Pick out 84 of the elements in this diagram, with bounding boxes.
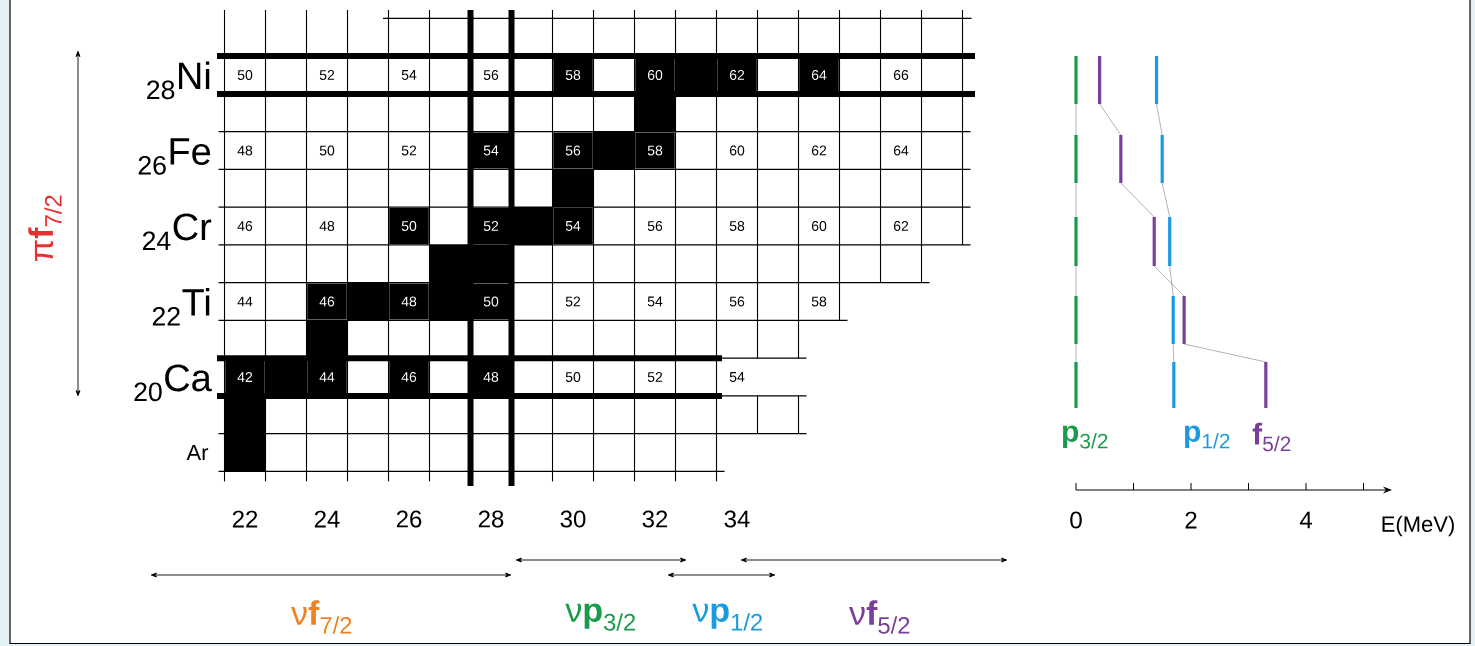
isotope-cell: 52: [319, 70, 335, 80]
element-label: $_{26}$Fe: [138, 138, 211, 175]
isotope-cell: 52: [647, 372, 663, 382]
node-label: 64: [811, 70, 827, 80]
isotope-cell: 52: [565, 296, 581, 307]
node-label: 42: [237, 372, 253, 382]
node-label: 46: [319, 296, 335, 307]
isotope-cell: 62: [811, 145, 827, 156]
shell-label: νp$_{1/2}$: [692, 603, 762, 631]
nuclide-chart-grid: [217, 9, 973, 482]
isotope-cell: 56: [647, 221, 663, 231]
shell-label: p$_{3/2}$: [1063, 425, 1108, 449]
node-label: 58: [565, 70, 581, 80]
element-label: Ar: [186, 444, 209, 461]
isotope-cell: 58: [811, 296, 827, 307]
isotope-cell: 48: [389, 283, 429, 320]
isotope-cell: 60: [635, 56, 675, 94]
axis-number: 32: [642, 510, 668, 528]
isotope-cell: 50: [565, 372, 581, 382]
isotope-cell: 54: [401, 70, 417, 80]
isotope-cell: 46: [307, 283, 347, 320]
node-label: 52: [483, 221, 499, 231]
node-label: 48: [401, 296, 417, 307]
shell-label: νf$_{7/2}$: [291, 600, 352, 634]
node-label: 56: [565, 145, 581, 156]
axis-number: 26: [396, 510, 422, 528]
isotope-cell: 54: [471, 132, 511, 169]
shell-label: p$_{1/2}$: [1185, 425, 1230, 449]
isotope-cell: 64: [893, 145, 909, 156]
isotope-cell: 56: [553, 132, 593, 169]
isotope-cell: 42: [225, 358, 265, 396]
element-label: $_{24}$Cr: [142, 213, 212, 250]
isotope-cell: 62: [717, 56, 757, 94]
node-label: 46: [401, 372, 417, 382]
axis-number: 22: [232, 510, 258, 528]
isotope-cell: 58: [729, 221, 745, 231]
axis-number: 34: [724, 510, 750, 528]
isotope-cell: 44: [237, 296, 253, 307]
isotope-cell: 60: [729, 145, 745, 156]
axis-number: 24: [314, 510, 340, 528]
axis-number: 2: [1185, 511, 1197, 529]
isotope-cell: 44: [307, 358, 347, 396]
shell-label: f$_{5/2}$: [1252, 422, 1291, 452]
isotope-cell: 54: [647, 296, 663, 307]
axis-number: 4: [1299, 511, 1312, 529]
isotope-cell: 50: [319, 145, 335, 156]
axis-title: E(MeV): [1382, 515, 1454, 537]
node-label: 62: [729, 70, 745, 80]
isotope-cell: 66: [893, 70, 909, 80]
isotope-cell: 52: [471, 207, 511, 245]
axis-number: 30: [560, 510, 586, 528]
isotope-cell: 48: [471, 358, 511, 396]
element-label: $_{28}$Ni: [147, 61, 210, 100]
node-label: 50: [483, 296, 499, 307]
node-label: 54: [565, 221, 581, 231]
isotope-cell: 46: [237, 221, 253, 231]
shell-label: πf$_{7/2}$: [28, 195, 62, 261]
isotope-cell: 58: [635, 132, 675, 169]
isotope-cell: 56: [729, 296, 745, 307]
node-label: 44: [319, 372, 335, 382]
isotope-cell: 52: [401, 145, 417, 156]
axis-number: 28: [478, 510, 504, 528]
isotope-cell: 54: [553, 207, 593, 245]
shell-label: νf$_{5/2}$: [849, 600, 910, 634]
isotope-cell: 62: [893, 221, 909, 231]
isotope-cell: 58: [553, 56, 593, 94]
isotope-cell: 48: [319, 221, 335, 231]
isotope-cell: 48: [237, 145, 253, 156]
isotope-cell: 64: [799, 56, 839, 94]
node-label: 58: [647, 145, 663, 156]
isotope-cell: 60: [811, 221, 827, 231]
node-label: 48: [483, 372, 499, 382]
node-label: 60: [647, 70, 663, 80]
element-label: $_{20}$Ca: [134, 364, 212, 402]
isotope-cell: 46: [389, 358, 429, 396]
element-label: $_{22}$Ti: [152, 287, 210, 326]
isotope-cell: 50: [389, 207, 429, 245]
isotope-cell: 56: [483, 70, 499, 80]
isotope-cell: 50: [237, 70, 253, 80]
axis-number: 0: [1070, 511, 1082, 529]
shell-label: νp$_{3/2}$: [565, 603, 635, 631]
isotope-cell: 50: [471, 283, 511, 320]
node-label: 54: [483, 145, 499, 156]
isotope-cell: 54: [729, 372, 745, 382]
